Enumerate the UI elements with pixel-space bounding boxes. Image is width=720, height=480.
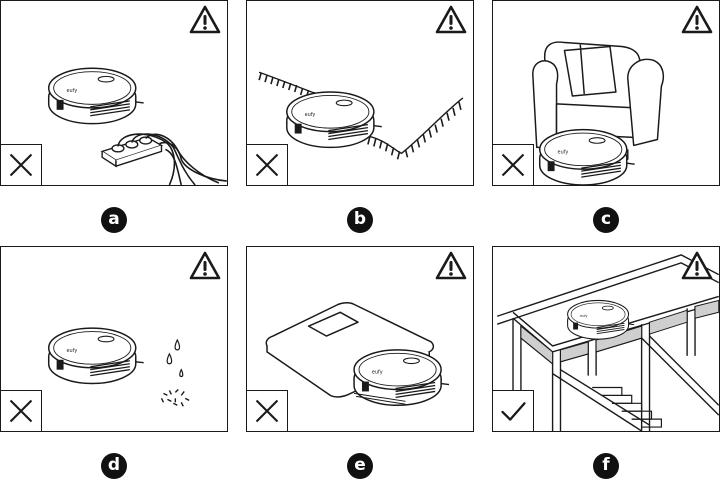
warning-triangle-icon [435,5,467,35]
warning-triangle-icon [189,5,221,35]
checkmark-icon [492,390,534,432]
panel-b [246,0,474,186]
panel-label-f: f [593,453,619,479]
x-cross-icon [492,144,534,186]
panel-c [492,0,720,186]
panel-label-c: c [593,207,619,233]
panel-d [0,246,228,432]
warning-triangle-icon [189,251,221,281]
x-cross-icon [246,390,288,432]
warning-triangle-icon [435,251,467,281]
x-cross-icon [246,144,288,186]
warning-triangle-icon [681,5,713,35]
panel-e [246,246,474,432]
panel-f [492,246,720,432]
warning-triangle-icon [681,251,713,281]
panel-label-e: e [347,453,373,479]
panel-label-a: a [101,207,127,233]
panel-a [0,0,228,186]
panel-label-d: d [101,453,127,479]
x-cross-icon [0,144,42,186]
x-cross-icon [0,390,42,432]
panel-label-b: b [347,207,373,233]
